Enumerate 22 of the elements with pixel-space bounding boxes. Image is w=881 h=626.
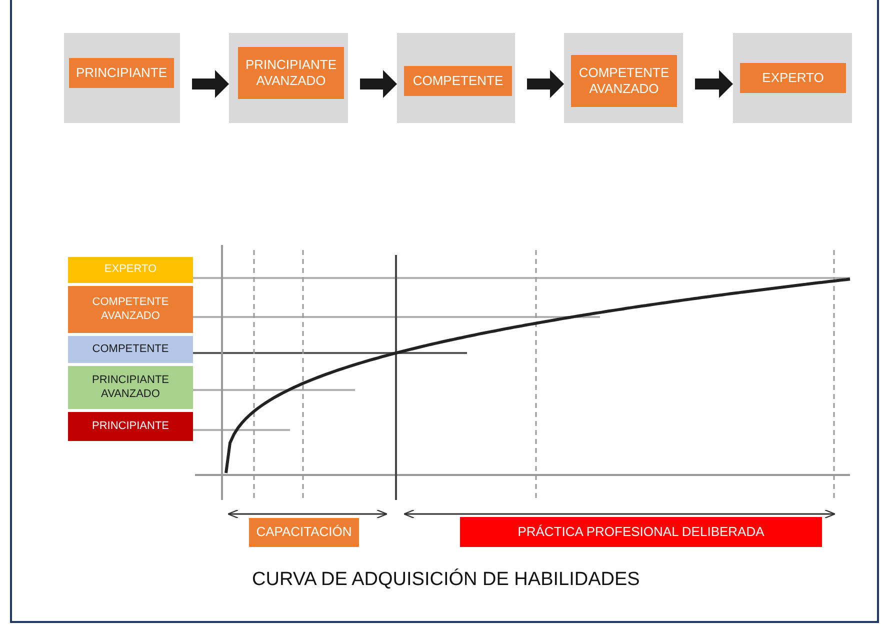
- stage-box: COMPETENTE AVANZADO: [571, 55, 677, 107]
- level-box: EXPERTO: [68, 257, 193, 283]
- stage-box: EXPERTO: [740, 63, 846, 93]
- stage-panel: [64, 33, 180, 123]
- caption: CURVA DE ADQUISICIÓN DE HABILIDADES: [252, 568, 640, 592]
- level-box: COMPETENTE: [68, 336, 193, 363]
- stage-panel: [229, 33, 348, 123]
- phase-box: PRÁCTICA PROFESIONAL DELIBERADA: [460, 517, 822, 547]
- stage-panel: [397, 33, 515, 123]
- block-arrow: [695, 70, 733, 98]
- stage-panel: [733, 33, 852, 123]
- stage-box: PRINCIPIANTE AVANZADO: [238, 47, 344, 99]
- stage-panel: [564, 33, 683, 123]
- level-box: COMPETENTE AVANZADO: [68, 286, 193, 333]
- level-box: PRINCIPIANTE: [68, 412, 193, 441]
- block-arrow: [527, 70, 564, 98]
- stage-box: COMPETENTE: [404, 66, 512, 96]
- phase-box: CAPACITACIÓN: [249, 518, 359, 547]
- block-arrow: [192, 70, 229, 98]
- block-arrow: [360, 70, 397, 98]
- stage-box: PRINCIPIANTE: [69, 58, 174, 88]
- level-box: PRINCIPIANTE AVANZADO: [68, 366, 193, 409]
